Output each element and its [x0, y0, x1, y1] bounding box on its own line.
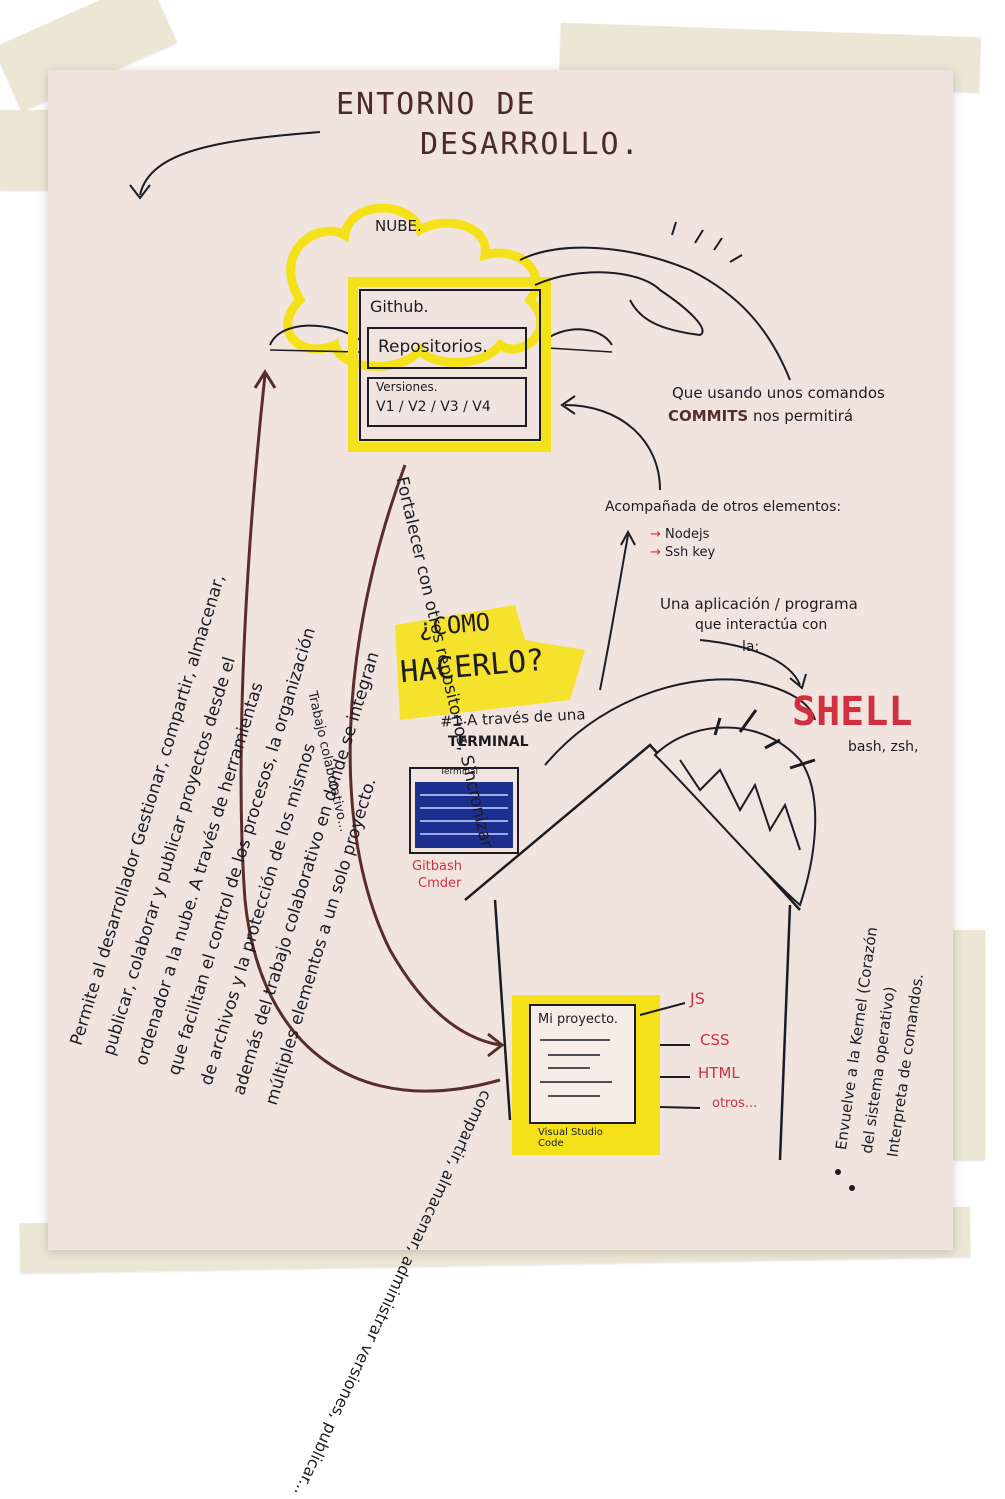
project-editor: Visual Studio Code — [538, 1127, 603, 1149]
title-line-1: ENTORNO DE — [336, 87, 537, 122]
repos-label: Repositorios. — [378, 337, 488, 357]
versions-title: Versiones. — [376, 380, 438, 394]
cloud-label: NUBE. — [375, 217, 422, 235]
left-arc-arrow — [239, 374, 501, 1093]
terminal-name-2: Cmder — [418, 876, 462, 891]
versions-box — [367, 377, 527, 427]
app-text-line-1: Una aplicación / programa — [660, 595, 858, 613]
output-others: otros... — [712, 1096, 758, 1111]
terminal-window-title: Terminal — [440, 767, 479, 777]
arrow-icon: → — [650, 545, 666, 560]
output-css: CSS — [700, 1031, 730, 1049]
shell-examples: bash, zsh, — [848, 739, 919, 755]
commands-line-1: Que usando unos comandos — [672, 384, 885, 402]
terminal-window — [409, 767, 519, 854]
accompanied-title: Acompañada de otros elementos: — [605, 499, 842, 515]
github-name: Github. — [370, 297, 429, 316]
shell-label: SHELL — [792, 689, 913, 735]
accompanied-item-1: → Nodejs — [650, 527, 710, 542]
app-text-line-3: la: — [742, 639, 760, 655]
output-html: HTML — [698, 1064, 740, 1082]
accompanied-item-2: → Ssh key — [650, 545, 716, 560]
title-line-2: DESARROLLO. — [420, 127, 641, 162]
terminal-label: TERMINAL — [448, 734, 529, 750]
diagram-art — [129, 131, 855, 1191]
output-js: JS — [690, 989, 705, 1008]
question-line-1: ¿COMO — [416, 607, 492, 643]
commands-line-2-rest: nos permitirá — [753, 407, 854, 425]
middle-arc-arrow — [348, 464, 501, 1047]
commits-keyword: COMMITS — [668, 407, 749, 425]
arrow-icon: → — [650, 527, 666, 542]
repos-box — [367, 327, 527, 369]
terminal-name-1: Gitbash — [412, 859, 463, 874]
versions-list: V1 / V2 / V3 / V4 — [376, 399, 491, 415]
github-box-highlight — [348, 277, 551, 452]
project-title: Mi proyecto. — [538, 1012, 619, 1027]
app-text-line-2: que interactúa con — [695, 617, 828, 633]
question-highlight — [395, 605, 585, 720]
commands-line-2: COMMITS nos permitirá — [668, 408, 853, 425]
kernel-dome — [653, 726, 817, 907]
